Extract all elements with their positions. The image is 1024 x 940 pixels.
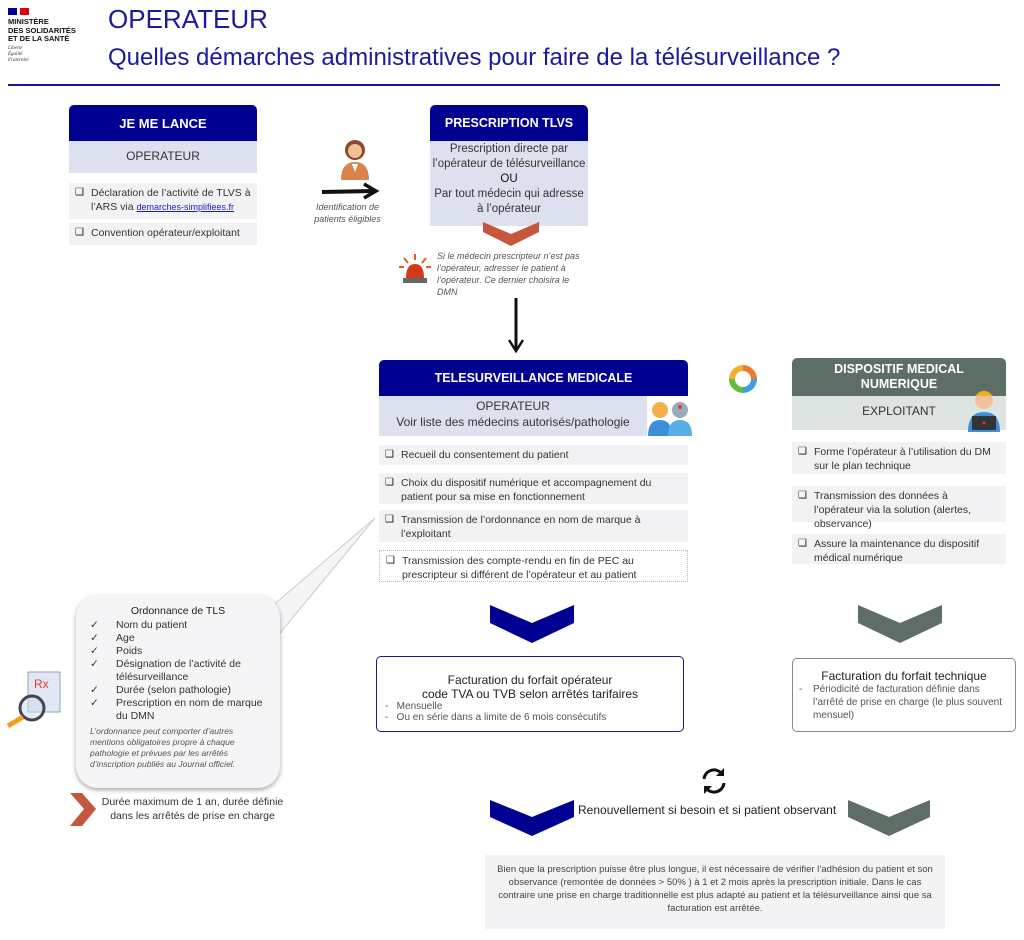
ordonnance-note: L’ordonnance peut comporter d’autres men… xyxy=(90,726,236,769)
facturation-technique-box: Facturation du forfait technique -Périod… xyxy=(792,658,1016,732)
bottom-note: Bien que la prescription puisse être plu… xyxy=(485,855,945,929)
prescription-magnifier-icon: Rx xyxy=(6,671,61,728)
list-item: Forme l’opérateur à l’utilisation du DM … xyxy=(792,442,1006,474)
renouvellement-label: Renouvellement si besoin et si patient o… xyxy=(578,803,837,817)
chevron-down-icon xyxy=(490,800,574,836)
list-item: Assure la maintenance du dispositif médi… xyxy=(792,534,1006,564)
ordonnance-item: ✓ Prescription en nom de marque du DMN xyxy=(90,697,266,723)
arrow-right-icon xyxy=(321,182,380,200)
dmn-header: DISPOSITIF MEDICAL NUMERIQUE xyxy=(792,358,1006,396)
item-text: Nom du patient xyxy=(116,619,188,631)
item-text: Prescription en nom de marque du DMN xyxy=(116,697,263,722)
check-icon: ✓ xyxy=(90,658,99,670)
item-text: Poids xyxy=(116,645,143,657)
list-item: Transmission des compte-rendu en fin de … xyxy=(379,550,688,582)
ministry-logo: MINISTÈRE DES SOLIDARITÉS ET DE LA SANTÉ… xyxy=(8,8,98,64)
ordonnance-item: ✓ Poids xyxy=(90,645,266,658)
item-text: Périodicité de facturation définie dans … xyxy=(813,684,1002,721)
arrow-down-icon xyxy=(507,298,525,354)
facturation-title: code TVA ou TVB selon arrêtés tarifaires xyxy=(421,687,639,701)
check-icon: ✓ xyxy=(90,645,99,657)
page-subtitle: Quelles démarches administratives pour f… xyxy=(108,44,841,71)
chevron-down-icon xyxy=(483,222,539,246)
person-icon xyxy=(341,140,369,180)
ordonnance-item: ✓ Durée (selon pathologie) xyxy=(90,684,266,697)
prescription-line: Par tout médecin qui adresse à l’opérate… xyxy=(434,188,584,215)
facturation-operateur-box: Facturation du forfait opérateur code TV… xyxy=(376,656,684,732)
duree-note: Durée maximum de 1 an, durée définie dan… xyxy=(101,796,284,822)
check-icon: ✓ xyxy=(90,632,99,644)
ordonnance-callout: Ordonnance de TLS ✓ Nom du patient ✓ Age ✓ Po… xyxy=(76,595,280,788)
alarm-siren-icon xyxy=(399,254,431,283)
logo-line: ET DE LA SANTÉ xyxy=(8,34,70,43)
list-item: Déclaration de l’activité de TLVS à l’AR… xyxy=(69,183,257,219)
identification-caption: Identification de patients éligibles xyxy=(314,202,381,224)
check-icon: ✓ xyxy=(90,619,99,631)
role-note: Voir liste des médecins autorisés/pathol… xyxy=(396,415,630,429)
facturation-title: Facturation du forfait opérateur xyxy=(447,673,613,687)
list-item: Recueil du consentement du patient xyxy=(379,445,688,465)
chevron-down-icon xyxy=(858,605,942,643)
header-divider xyxy=(8,84,1000,86)
facturation-item: - Ou en série dans a limite de 6 mois co… xyxy=(385,712,607,723)
logo-line: DES SOLIDARITÉS xyxy=(8,25,76,35)
facturation-item: - Mensuelle xyxy=(385,701,443,712)
ordonnance-item: ✓ Désignation de l’activité de télésurvei… xyxy=(90,658,266,684)
demarches-link[interactable]: demarches-simplifiees.fr xyxy=(136,202,235,212)
prescription-or: OU xyxy=(500,173,518,185)
technician-icon xyxy=(968,391,1000,432)
item-text: Durée (selon pathologie) xyxy=(116,684,231,696)
list-item: Choix du dispositif numérique et accompa… xyxy=(379,473,688,504)
item-text: Ou en série dans a limite de 6 mois cons… xyxy=(396,712,607,723)
prescription-line: Prescription directe par l’opérateur de … xyxy=(432,143,586,170)
ordonnance-item: ✓ Age xyxy=(90,632,266,645)
check-icon: ✓ xyxy=(90,684,99,696)
item-text: Déclaration de l’activité de TLVS à l’AR… xyxy=(91,187,251,213)
logo-motto: Liberté Égalité Fraternité xyxy=(8,45,29,63)
list-item: Convention opérateur/exploitant xyxy=(69,223,257,245)
ordonnance-item: ✓ Nom du patient xyxy=(90,619,266,632)
prescription-body: Prescription directe par l’opérateur de … xyxy=(430,141,588,226)
list-item: Transmission des données à l’opérateur v… xyxy=(792,486,1006,530)
alert-note: Si le médecin prescripteur n’est pas l’o… xyxy=(437,251,580,297)
chevron-down-icon xyxy=(848,800,930,836)
cycle-icon xyxy=(729,365,757,393)
chevron-right-icon xyxy=(70,793,96,826)
facturation-item: -Périodicité de facturation définie dans… xyxy=(799,684,1002,721)
facturation-title: Facturation du forfait technique xyxy=(821,669,987,683)
je-me-lance-role: OPERATEUR xyxy=(69,141,257,173)
item-text: Désignation de l’activité de télésurveil… xyxy=(116,658,241,683)
telesurveillance-role: OPERATEUR Voir liste des médecins autori… xyxy=(379,396,647,436)
prescription-header: PRESCRIPTION TLVS xyxy=(430,105,588,141)
item-text: Mensuelle xyxy=(396,701,443,712)
list-item: Transmission de l’ordonnance en nom de m… xyxy=(379,510,688,542)
role-title: OPERATEUR xyxy=(476,399,550,413)
flag-icon xyxy=(8,8,98,15)
chevron-down-icon xyxy=(490,605,574,643)
telesurveillance-header: TELESURVEILLANCE MEDICALE xyxy=(379,360,688,396)
refresh-icon xyxy=(702,768,726,794)
page-title: OPERATEUR xyxy=(108,4,268,34)
ordonnance-title: Ordonnance de TLS xyxy=(130,605,226,617)
svg-text:Rx: Rx xyxy=(34,677,49,691)
doctors-icon xyxy=(648,402,692,436)
je-me-lance-header: JE ME LANCE xyxy=(69,105,257,141)
item-text: Age xyxy=(116,632,135,644)
check-icon: ✓ xyxy=(90,697,99,709)
logo-line: MINISTÈRE xyxy=(8,17,49,26)
